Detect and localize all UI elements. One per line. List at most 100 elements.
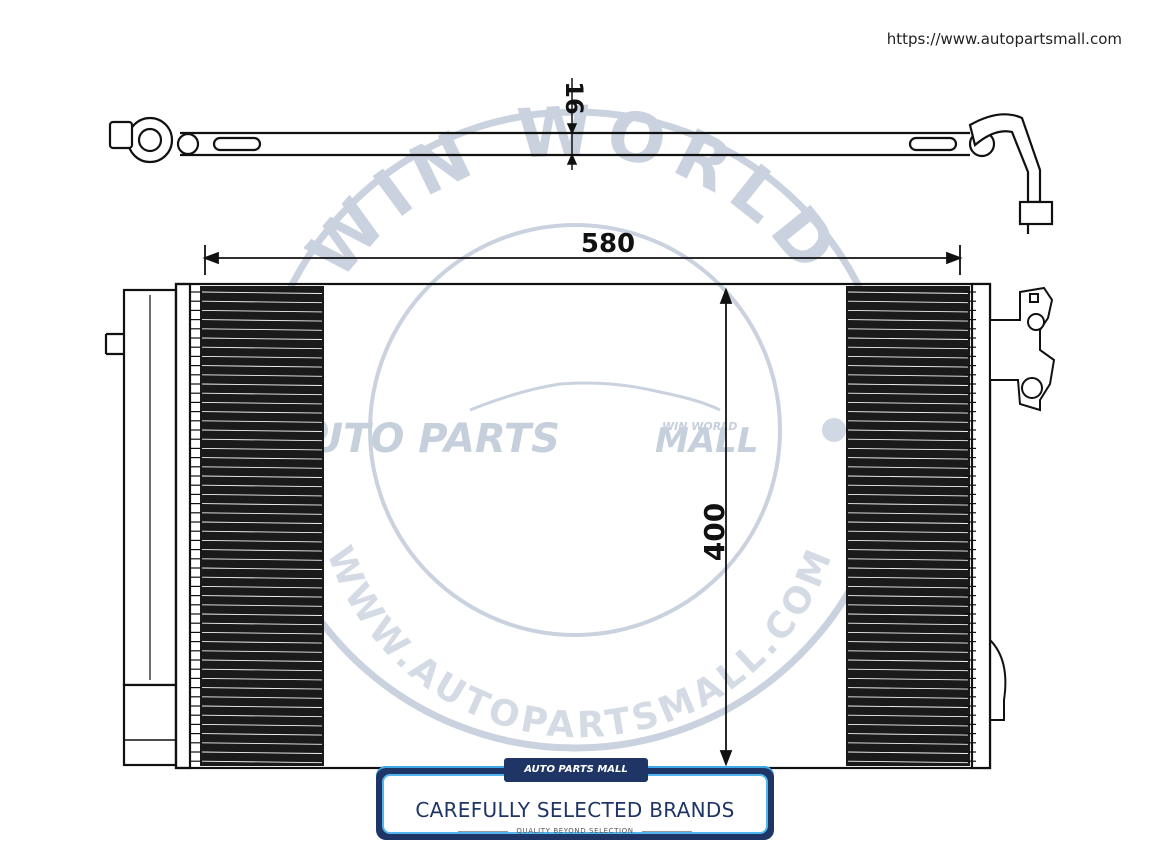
fin-line	[201, 705, 323, 708]
fin-line	[201, 549, 323, 552]
badge-logo-tab: AUTO PARTS MALL	[504, 758, 648, 782]
fin-line	[847, 733, 969, 736]
fin-line	[847, 355, 969, 359]
fin-line	[201, 687, 323, 690]
fin-line	[847, 438, 969, 442]
fin-line	[201, 567, 323, 570]
fin-line	[847, 558, 969, 561]
fin-line	[201, 539, 323, 543]
fin-line	[201, 309, 323, 313]
fin-line	[201, 622, 323, 626]
fin-line	[201, 521, 323, 524]
fin-line	[847, 595, 969, 598]
width-dimension-arrow-right	[946, 251, 963, 265]
pipe-right-connector	[1018, 200, 1054, 226]
fin-line	[201, 466, 323, 469]
fin-line	[847, 705, 969, 708]
watermark-gear-icon-right	[822, 418, 846, 442]
badge-subtitle: QUALITY BEYOND SELECTION	[384, 827, 766, 835]
fin-line	[201, 411, 323, 414]
fin-line	[847, 493, 969, 497]
fin-line	[201, 328, 323, 331]
watermark-car-icon	[469, 381, 721, 412]
width-dimension-label: 580	[581, 229, 635, 259]
fin-line	[847, 447, 969, 451]
fin-line	[201, 696, 323, 699]
width-dimension	[202, 245, 963, 275]
fin-line	[201, 604, 323, 607]
fin-line	[201, 733, 323, 736]
fin-line	[201, 650, 323, 653]
right-header	[970, 282, 992, 770]
fin-line	[847, 374, 969, 377]
fin-line	[847, 641, 969, 644]
fin-line	[847, 760, 969, 764]
fin-line	[201, 475, 323, 478]
fin-line	[201, 503, 323, 506]
fin-line	[201, 668, 323, 672]
fin-area-left	[200, 286, 324, 766]
fin-line	[201, 291, 323, 294]
fin-line	[201, 585, 323, 589]
fin-line	[201, 512, 323, 515]
pipe-clamp-right	[908, 136, 958, 152]
fin-line	[847, 751, 969, 754]
fin-line	[201, 374, 323, 377]
fin-line	[201, 300, 323, 304]
fin-line	[847, 328, 969, 331]
pipe-left-nut	[176, 132, 200, 156]
right-mount-hole	[1029, 293, 1039, 303]
fin-line	[847, 300, 969, 304]
fin-line	[201, 742, 323, 745]
fin-line	[847, 466, 969, 469]
height-dimension-label: 400	[698, 503, 731, 561]
height-dimension-arrow-top	[719, 287, 733, 304]
fin-area-right	[846, 286, 970, 766]
fin-line	[847, 512, 969, 515]
fin-line	[847, 604, 969, 607]
right-inlet-port	[1027, 313, 1045, 331]
fin-line	[847, 521, 969, 524]
fin-line	[201, 355, 323, 359]
fin-line	[201, 438, 323, 442]
fin-line	[847, 429, 969, 432]
fin-line	[201, 429, 323, 432]
fin-line	[847, 659, 969, 662]
fin-line	[847, 401, 969, 405]
pipe-left-fitting-bore	[137, 127, 163, 153]
fin-line	[847, 346, 969, 350]
fin-line	[201, 484, 323, 488]
fin-line	[201, 365, 323, 368]
fin-line	[201, 337, 323, 340]
fin-line	[847, 457, 969, 460]
fin-line	[201, 760, 323, 764]
fin-line	[201, 677, 323, 681]
fin-line	[201, 420, 323, 423]
fin-line	[201, 714, 323, 718]
fin-line	[847, 365, 969, 368]
fin-line	[201, 447, 323, 451]
fin-line	[847, 383, 969, 386]
fin-line	[847, 539, 969, 543]
pipe-dimension-arrow-bottom	[566, 153, 578, 165]
fin-line	[201, 613, 323, 616]
pipe-clamp-left	[212, 136, 262, 152]
fin-line	[847, 742, 969, 745]
fin-line	[201, 641, 323, 644]
pipe-left-flange	[108, 120, 134, 150]
fin-line	[201, 595, 323, 598]
watermark-arc-top: WIN WORLD	[293, 91, 858, 293]
badge-title: CAREFULLY SELECTED BRANDS	[415, 798, 735, 822]
fin-line	[201, 493, 323, 497]
fin-line	[847, 622, 969, 626]
fin-line	[201, 723, 323, 727]
fin-line	[201, 346, 323, 350]
right-lower-pipe	[989, 639, 1007, 721]
fin-line	[847, 576, 969, 580]
fin-line	[847, 420, 969, 423]
fin-line	[847, 668, 969, 672]
right-fittings	[989, 286, 1056, 721]
fin-line	[847, 319, 969, 322]
fin-line	[847, 475, 969, 478]
